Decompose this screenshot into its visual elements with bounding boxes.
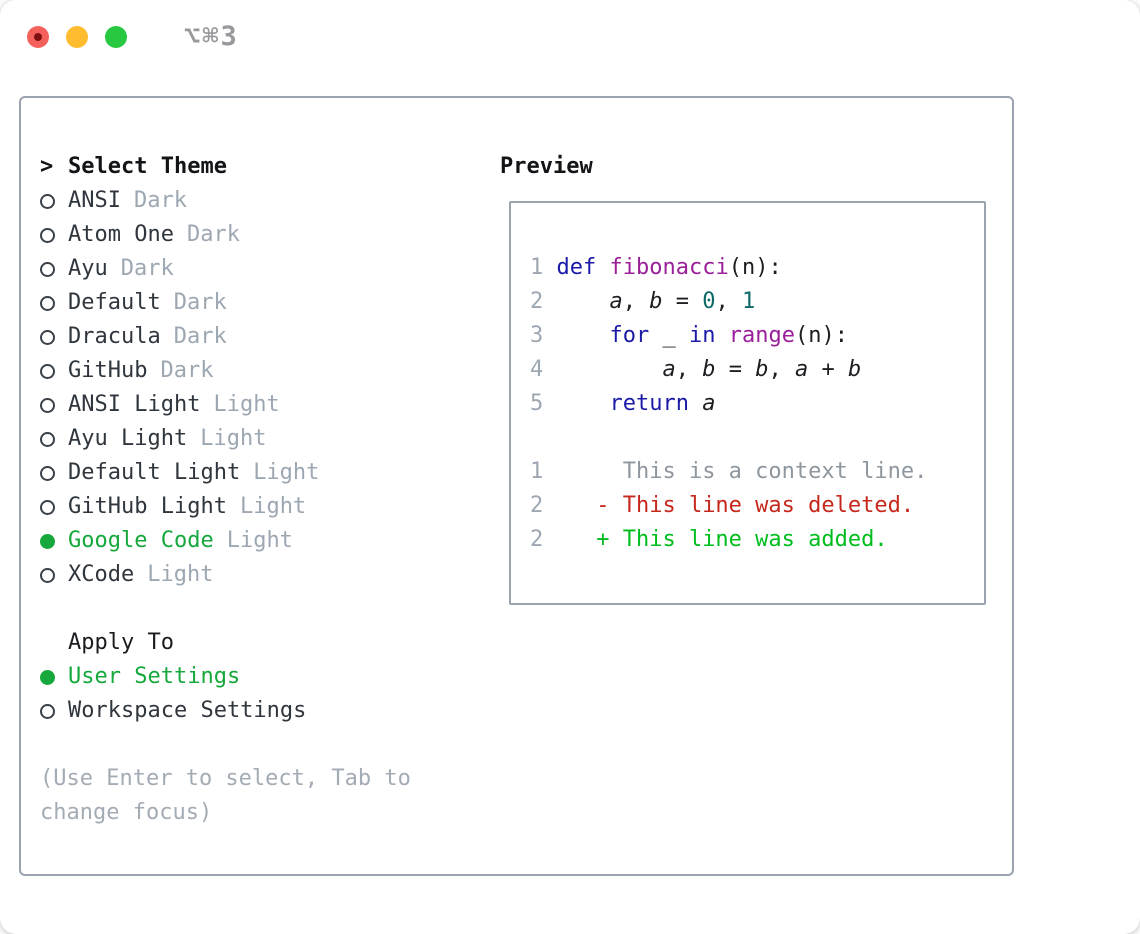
cursor-caret-icon: >: [40, 154, 54, 179]
radio-icon: [40, 703, 55, 719]
theme-name: Default: [68, 290, 161, 315]
theme-variant-tag: Light: [253, 460, 320, 485]
theme-name: ANSI: [68, 188, 121, 213]
apply-option-user-settings[interactable]: User Settings: [40, 660, 500, 694]
theme-variant-tag: Dark: [160, 358, 214, 383]
theme-variant-tag: Dark: [133, 188, 187, 213]
line-number: 4: [530, 357, 544, 382]
radio-icon: [40, 499, 55, 515]
theme-variant-tag: Light: [213, 392, 280, 417]
theme-name: Ayu Light: [68, 426, 188, 451]
apply-option-workspace-settings[interactable]: Workspace Settings: [40, 694, 500, 728]
zoom-button[interactable]: [105, 26, 127, 48]
theme-variant-tag: Light: [239, 494, 307, 519]
theme-option-xcode[interactable]: XCode Light: [40, 558, 500, 592]
apply-to-label: Apply To: [68, 630, 174, 655]
apply-option-name: User Settings: [68, 664, 241, 689]
radio-icon: [40, 363, 55, 379]
preview-pane: 1 def fibonacci(n): 2 a, b = 0, 1 3 for _ …: [509, 201, 986, 605]
theme-variant-tag: Light: [200, 426, 267, 451]
diff-preview: 1 This is a context line. 2 - This line w…: [530, 455, 984, 557]
diff-line-added: 2 + This line was added.: [530, 527, 888, 552]
radio-selected-icon: [40, 669, 55, 685]
spacer: [40, 592, 500, 626]
theme-variant-tag: Dark: [186, 222, 240, 247]
theme-name: Google Code: [68, 528, 214, 553]
apply-to-header: Apply To: [40, 626, 500, 660]
radio-icon: [40, 193, 55, 209]
code-line: 4 a, b = b, a + b: [530, 357, 862, 382]
theme-name: XCode: [68, 562, 135, 587]
theme-option-ayu[interactable]: Ayu Dark: [40, 252, 500, 286]
diff-line-context: 1 This is a context line.: [530, 459, 928, 484]
radio-icon: [40, 397, 55, 413]
code-line: 2 a, b = 0, 1: [530, 289, 756, 314]
theme-option-dracula[interactable]: Dracula Dark: [40, 320, 500, 354]
theme-variant-tag: Light: [147, 562, 214, 587]
line-number: 2: [530, 493, 544, 518]
select-theme-header: > Select Theme: [40, 150, 500, 184]
theme-variant-tag: Dark: [173, 324, 227, 349]
radio-icon: [40, 465, 55, 481]
theme-option-ansi[interactable]: ANSI Dark: [40, 184, 500, 218]
theme-name: GitHub: [68, 358, 148, 383]
radio-icon: [40, 329, 55, 345]
theme-option-ansi-light[interactable]: ANSI Light Light: [40, 388, 500, 422]
theme-option-ayu-light[interactable]: Ayu Light Light: [40, 422, 500, 456]
theme-option-github-light[interactable]: GitHub Light Light: [40, 490, 500, 524]
spacer: [40, 728, 500, 762]
theme-variant-tag: Light: [226, 528, 293, 553]
radio-selected-icon: [40, 533, 55, 549]
code-line: 5 return a: [530, 391, 716, 416]
radio-icon: [40, 567, 55, 583]
radio-icon: [40, 261, 55, 277]
close-button[interactable]: [27, 26, 49, 48]
radio-icon: [40, 295, 55, 311]
radio-icon: [40, 431, 55, 447]
theme-name: Ayu: [68, 256, 108, 281]
theme-option-default[interactable]: Default Dark: [40, 286, 500, 320]
line-number: 5: [530, 391, 544, 416]
radio-icon: [40, 227, 55, 243]
line-number: 1: [530, 255, 544, 280]
code-line: 3 for _ in range(n):: [530, 323, 848, 348]
theme-option-atom-one[interactable]: Atom One Dark: [40, 218, 500, 252]
line-number: 3: [530, 323, 544, 348]
theme-option-github[interactable]: GitHub Dark: [40, 354, 500, 388]
apply-option-name: Workspace Settings: [68, 698, 307, 723]
theme-variant-tag: Dark: [173, 290, 227, 315]
window-title: ⌥⌘3: [184, 21, 239, 52]
preview-title: Preview: [500, 154, 593, 179]
theme-name: Default Light: [68, 460, 241, 485]
theme-option-google-code[interactable]: Google Code Light: [40, 524, 500, 558]
theme-name: GitHub Light: [68, 494, 227, 519]
spacer: [530, 421, 984, 455]
diff-line-deleted: 2 - This line was deleted.: [530, 493, 915, 518]
titlebar: ⌥⌘3: [0, 0, 1140, 52]
theme-option-default-light[interactable]: Default Light Light: [40, 456, 500, 490]
help-text: (Use Enter to select, Tab to change focu…: [40, 766, 411, 825]
line-number: 1: [530, 459, 544, 484]
select-theme-label: Select Theme: [68, 154, 227, 179]
theme-variant-tag: Dark: [120, 256, 174, 281]
code-preview: 1 def fibonacci(n): 2 a, b = 0, 1 3 for _ …: [530, 251, 984, 421]
theme-name: Atom One: [68, 222, 174, 247]
line-number: 2: [530, 527, 544, 552]
theme-name: ANSI Light: [68, 392, 201, 417]
line-number: 2: [530, 289, 544, 314]
minimize-button[interactable]: [66, 26, 88, 48]
theme-name: Dracula: [68, 324, 161, 349]
preview-column: Preview 1 def fibonacci(n): 2 a, b = 0, 1…: [500, 150, 1012, 874]
code-line: 1 def fibonacci(n):: [530, 255, 782, 280]
